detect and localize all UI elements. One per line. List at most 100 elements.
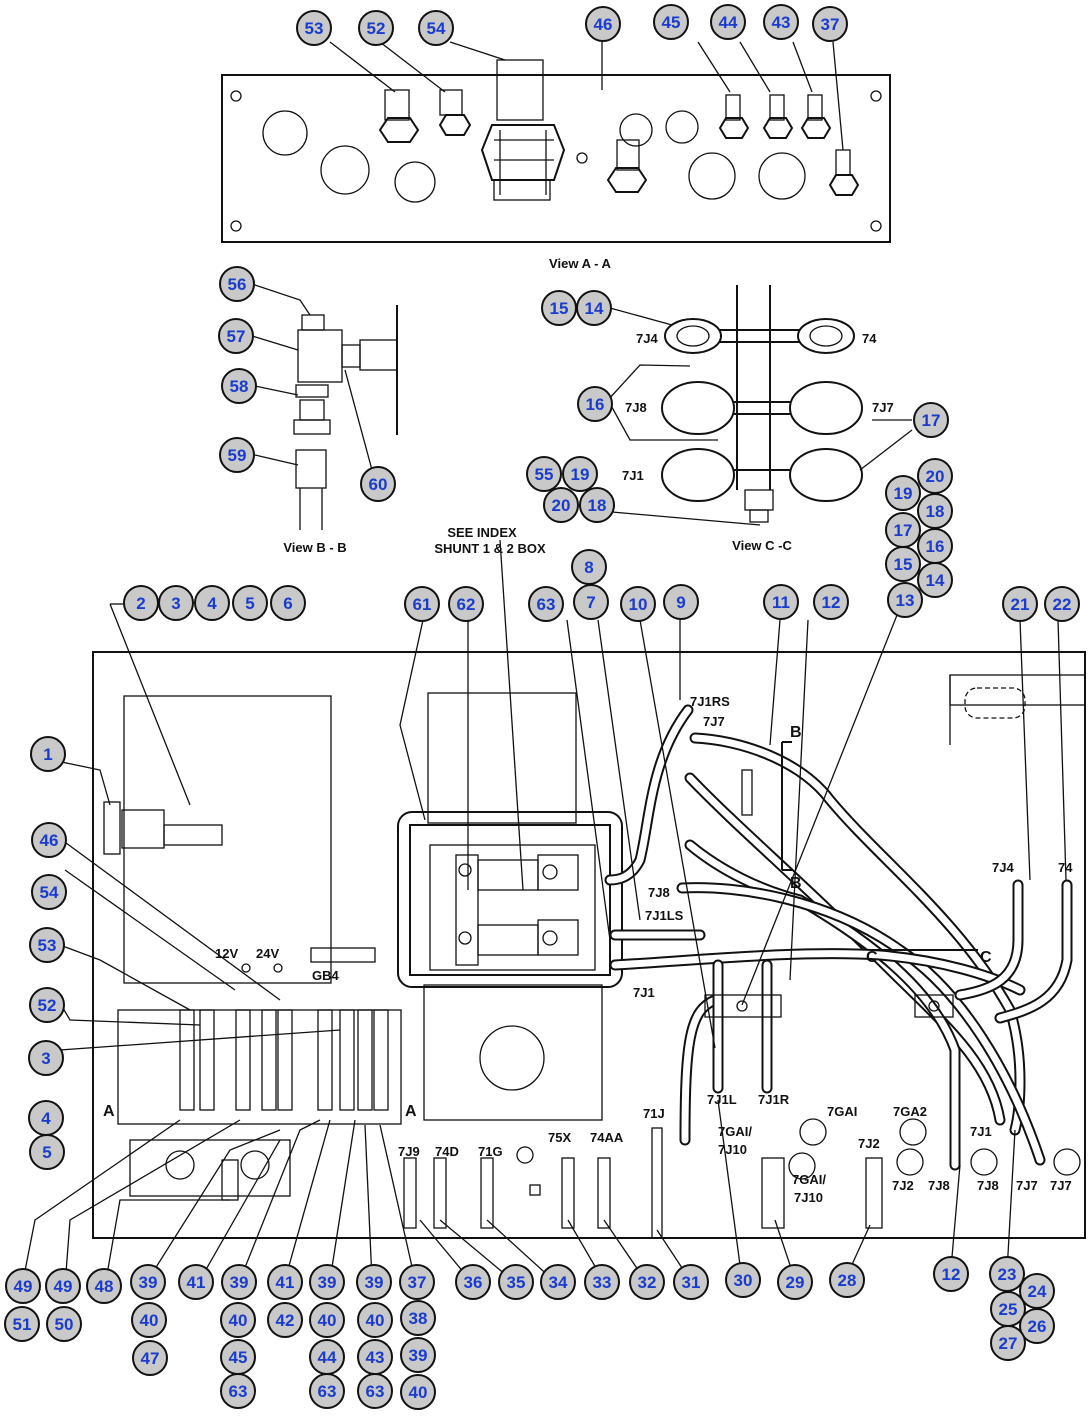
hose-label-7j8-panel: 7J8 xyxy=(648,885,670,900)
callout-number: 28 xyxy=(838,1271,857,1290)
callout-number: 7 xyxy=(586,593,595,612)
port-label-7j7-b: 7J7 xyxy=(1050,1178,1072,1193)
callout-18b: 18 xyxy=(917,493,953,529)
callout-27: 27 xyxy=(990,1325,1026,1361)
callout-number: 63 xyxy=(366,1382,385,1401)
section-c-right: C xyxy=(980,949,992,966)
callout-43: 43 xyxy=(763,4,799,40)
callout-number: 18 xyxy=(588,496,607,515)
callout-number: 10 xyxy=(629,595,648,614)
port-label-7j8: 7J8 xyxy=(928,1178,950,1193)
leader-lines xyxy=(21,41,1067,1287)
callout-3: 3 xyxy=(158,585,194,621)
callout-4b: 4 xyxy=(28,1100,64,1136)
callout-number: 44 xyxy=(318,1348,337,1367)
callout-13: 13 xyxy=(887,582,923,618)
callout-17: 17 xyxy=(913,402,949,438)
hose-label-7j1rs: 7J1RS xyxy=(690,694,730,709)
gb4-label: GB4 xyxy=(312,968,340,983)
callout-number: 14 xyxy=(926,571,945,590)
port-label-7ga2: 7GA2 xyxy=(893,1104,927,1119)
callout-number: 43 xyxy=(772,13,791,32)
hose-label-7j1l: 7J1L xyxy=(707,1092,737,1107)
port-label-7j7: 7J7 xyxy=(1016,1178,1038,1193)
callout-number: 21 xyxy=(1011,595,1030,614)
callout-57: 57 xyxy=(218,318,254,354)
callout-number: 24 xyxy=(1028,1282,1047,1301)
callout-38: 38 xyxy=(400,1300,436,1336)
callout-number: 15 xyxy=(894,555,913,574)
callout-44: 44 xyxy=(710,4,746,40)
callout-53: 53 xyxy=(296,10,332,46)
callout-51: 51 xyxy=(4,1306,40,1342)
callout-number: 4 xyxy=(41,1109,51,1128)
callout-24: 24 xyxy=(1019,1273,1055,1309)
callout-37b: 37 xyxy=(399,1264,435,1300)
voltage-12v: 12V xyxy=(215,946,238,961)
callout-number: 63 xyxy=(229,1382,248,1401)
callout-21: 21 xyxy=(1002,586,1038,622)
callout-number: 3 xyxy=(41,1049,50,1068)
callout-23: 23 xyxy=(989,1256,1025,1292)
port-label-7j9: 7J9 xyxy=(398,1144,420,1159)
callout-number: 41 xyxy=(276,1273,295,1292)
callout-number: 58 xyxy=(230,377,249,396)
callout-52: 52 xyxy=(358,10,394,46)
section-b-bottom: B xyxy=(790,875,802,892)
hose-label-7j4: 7J4 xyxy=(636,331,658,346)
port-label-7j2-b: 7J2 xyxy=(892,1178,914,1193)
callout-48: 48 xyxy=(86,1268,122,1304)
callout-number: 8 xyxy=(584,558,593,577)
callout-37: 37 xyxy=(812,6,848,42)
callout-number: 46 xyxy=(40,831,59,850)
callout-47: 47 xyxy=(132,1340,168,1376)
main-panel: 12V 24V GB4 A A xyxy=(92,651,1086,1239)
callout-40: 40 xyxy=(131,1302,167,1338)
callout-6: 6 xyxy=(270,585,306,621)
callout-number: 52 xyxy=(38,996,57,1015)
callout-number: 39 xyxy=(318,1273,337,1292)
callout-number: 49 xyxy=(54,1277,73,1296)
bulkhead-plate xyxy=(221,74,891,243)
callout-59: 59 xyxy=(219,437,255,473)
callout-40b: 40 xyxy=(220,1302,256,1338)
callout-number: 22 xyxy=(1053,595,1072,614)
callout-number: 9 xyxy=(676,593,685,612)
callout-number: 15 xyxy=(550,299,569,318)
callout-number: 50 xyxy=(55,1315,74,1334)
section-a-left: A xyxy=(103,1103,115,1120)
callout-number: 43 xyxy=(366,1348,385,1367)
callout-39d: 39 xyxy=(356,1264,392,1300)
callout-number: 59 xyxy=(228,446,247,465)
callout-number: 62 xyxy=(457,595,476,614)
callout-number: 41 xyxy=(187,1273,206,1292)
hose-label-7j1ls: 7J1LS xyxy=(645,908,684,923)
callout-46b: 46 xyxy=(31,822,67,858)
callout-45b: 45 xyxy=(220,1339,256,1375)
callout-number: 55 xyxy=(535,465,554,484)
callout-number: 29 xyxy=(786,1273,805,1292)
callout-number: 54 xyxy=(427,19,446,38)
callout-46: 46 xyxy=(585,6,621,42)
callout-30: 30 xyxy=(725,1262,761,1298)
view-a-caption: View A - A xyxy=(549,256,611,271)
callout-54b: 54 xyxy=(31,874,67,910)
callout-number: 33 xyxy=(593,1273,612,1292)
callout-number: 48 xyxy=(95,1277,114,1296)
callout-number: 2 xyxy=(136,594,145,613)
callout-34: 34 xyxy=(540,1264,576,1300)
callout-43b: 43 xyxy=(357,1339,393,1375)
callout-40e: 40 xyxy=(400,1374,436,1410)
callout-63c: 63 xyxy=(309,1373,345,1409)
callout-15b: 15 xyxy=(885,546,921,582)
callout-39e: 39 xyxy=(400,1337,436,1373)
hose-label-7j7-top: 7J7 xyxy=(703,714,725,729)
callout-40d: 40 xyxy=(357,1302,393,1338)
port-label-7j8-b: 7J8 xyxy=(977,1178,999,1193)
callout-number: 35 xyxy=(507,1273,526,1292)
callout-1: 1 xyxy=(30,736,66,772)
callout-32: 32 xyxy=(629,1264,665,1300)
callout-number: 25 xyxy=(999,1300,1018,1319)
callout-19b: 19 xyxy=(885,475,921,511)
hose-label-7j1-panel: 7J1 xyxy=(633,985,655,1000)
